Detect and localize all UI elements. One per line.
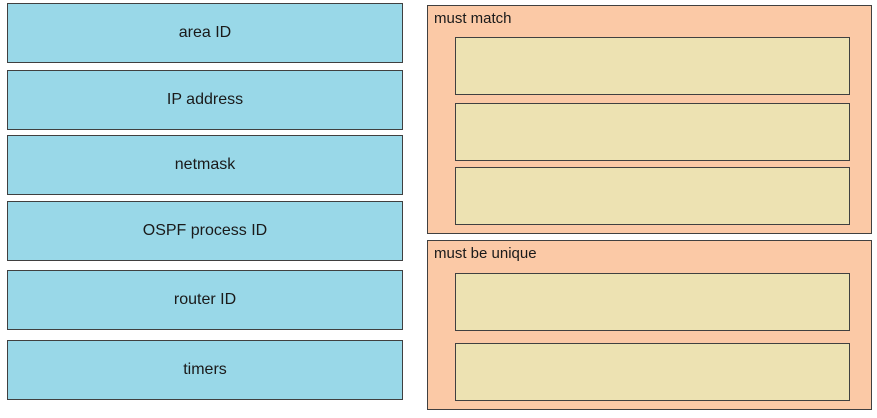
group-must-match: must match (427, 5, 872, 234)
drag-item-ip-address[interactable]: IP address (7, 70, 403, 130)
drag-item-label: area ID (178, 24, 232, 41)
drop-slot[interactable] (455, 273, 850, 331)
drag-item-label: router ID (173, 291, 237, 308)
drag-item-area-id[interactable]: area ID (7, 3, 403, 63)
group-label: must be unique (434, 245, 537, 262)
drag-item-label: OSPF process ID (142, 222, 268, 239)
drag-item-label: IP address (166, 91, 244, 108)
drag-item-label: netmask (174, 156, 236, 173)
drag-item-router-id[interactable]: router ID (7, 270, 403, 330)
drop-slot[interactable] (455, 37, 850, 95)
drop-slot[interactable] (455, 343, 850, 401)
drop-slot[interactable] (455, 103, 850, 161)
drag-item-timers[interactable]: timers (7, 340, 403, 400)
drop-slot[interactable] (455, 167, 850, 225)
drag-item-label: timers (183, 361, 227, 378)
group-label: must match (434, 10, 512, 27)
drag-item-ospf-process-id[interactable]: OSPF process ID (7, 201, 403, 261)
drag-item-netmask[interactable]: netmask (7, 135, 403, 195)
group-must-be-unique: must be unique (427, 240, 872, 410)
